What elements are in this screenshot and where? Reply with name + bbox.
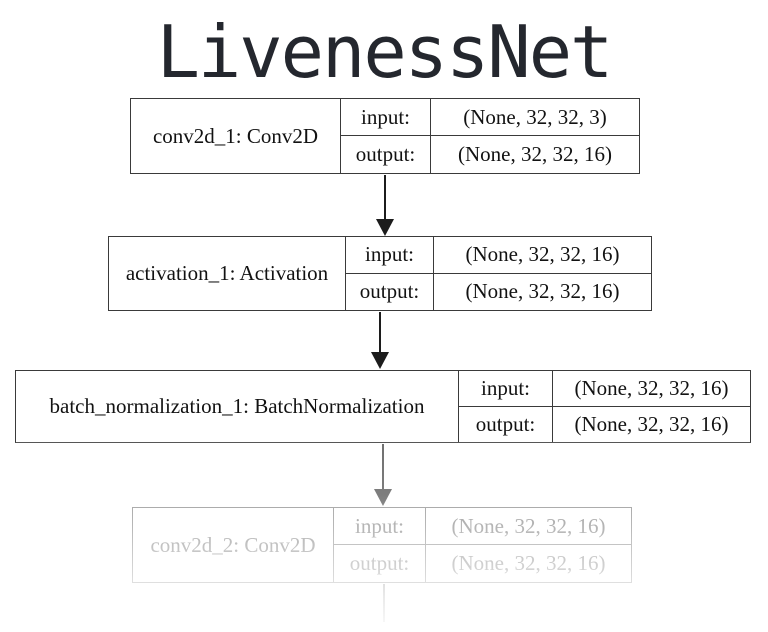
edge-line-3-faded (382, 444, 385, 490)
edge-line-2 (379, 312, 382, 353)
input-label: input: (459, 371, 553, 407)
output-shape: (None, 32, 32, 16) (458, 142, 612, 166)
layer-name: conv2d_2: Conv2D (133, 508, 334, 582)
layer-node-conv2d-2-faded: conv2d_2: Conv2D input: (None, 32, 32, 1… (132, 507, 632, 583)
output-label: output: (459, 406, 553, 442)
layer-node-batch-normalization-1: batch_normalization_1: BatchNormalizatio… (15, 370, 751, 443)
edge-line-4-trailing (383, 584, 386, 622)
input-shape: (None, 32, 32, 3) (431, 99, 639, 136)
edge-line-1 (384, 175, 387, 220)
output-shape: (None, 32, 32, 16) (574, 411, 729, 436)
arrowhead-icon (374, 489, 392, 506)
input-label: input: (346, 237, 434, 274)
arrowhead-icon (376, 219, 394, 236)
output-label: output: (341, 136, 431, 173)
output-label: output: (346, 273, 434, 310)
arrowhead-icon (371, 352, 389, 369)
layer-name: batch_normalization_1: BatchNormalizatio… (16, 371, 459, 442)
input-label: input: (334, 508, 426, 545)
title-band: LivenessNet (0, 2, 768, 102)
layer-node-conv2d-1: conv2d_1: Conv2D input: (None, 32, 32, 3… (130, 98, 640, 174)
output-shape: (None, 32, 32, 16) (465, 279, 620, 304)
layer-name: activation_1: Activation (109, 237, 346, 310)
input-shape: (None, 32, 32, 16) (426, 508, 631, 545)
layer-node-activation-1: activation_1: Activation input: (None, 3… (108, 236, 652, 311)
layer-name: conv2d_1: Conv2D (131, 99, 341, 173)
page-title: LivenessNet (156, 10, 614, 94)
input-shape: (None, 32, 32, 16) (434, 237, 651, 274)
input-shape: (None, 32, 32, 16) (553, 371, 750, 407)
output-label: output: (334, 545, 426, 582)
input-label: input: (341, 99, 431, 136)
output-shape: (None, 32, 32, 16) (451, 551, 606, 575)
